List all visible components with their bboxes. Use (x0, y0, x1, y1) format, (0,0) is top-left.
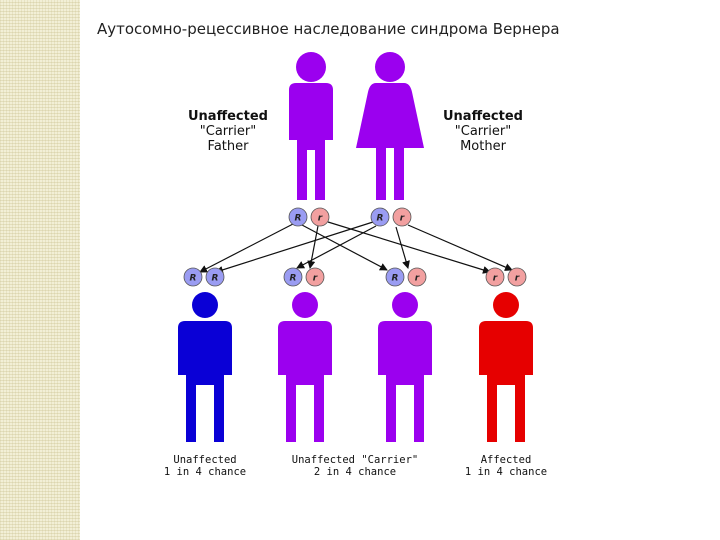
child-1-label-status: Unaffected (173, 454, 236, 466)
allele-label: R (212, 274, 219, 284)
child-1-head (192, 292, 218, 318)
arrow-father-R-to-child1 (199, 223, 294, 273)
allele-label: R (392, 274, 399, 284)
allele-circle-recessive (485, 267, 505, 287)
allele-circle-dominant (283, 267, 303, 287)
child-1-alleles: R R (183, 267, 225, 287)
child-4-body (479, 321, 533, 442)
father-alleles: R r (288, 207, 330, 227)
child-4-label-chance: 1 in 4 chance (465, 466, 547, 478)
allele-label: r (318, 214, 323, 224)
allele-circle-recessive (310, 207, 330, 227)
mother-body (356, 83, 424, 200)
carrier-children-label-chance: 2 in 4 chance (314, 466, 396, 478)
allele-circle-recessive (407, 267, 427, 287)
arrow-mother-r-to-child4 (407, 224, 513, 271)
child-3-body (378, 321, 432, 442)
child-2-head (292, 292, 318, 318)
allele-label: r (415, 274, 420, 284)
allele-circle-dominant (385, 267, 405, 287)
arrow-father-r-to-child2 (307, 225, 319, 269)
child-2-figure (278, 292, 332, 442)
allele-label: r (313, 274, 318, 284)
child-2-body (278, 321, 332, 442)
allele-circle-recessive (507, 267, 527, 287)
mother-head (375, 52, 405, 82)
child-4-alleles: r r (485, 267, 527, 287)
child-1-figure (178, 292, 232, 442)
allele-label: r (493, 274, 498, 284)
father-figure (289, 52, 333, 200)
father-label-carrier: "Carrier" (200, 124, 256, 139)
allele-label: r (400, 214, 405, 224)
arrow-mother-R-to-child2 (296, 225, 377, 269)
father-label-role: Father (208, 139, 250, 154)
mother-label-status: Unaffected (443, 109, 523, 124)
mother-label-carrier: "Carrier" (455, 124, 511, 139)
child-1-body (178, 321, 232, 442)
arrow-father-R-to-child3 (301, 224, 388, 271)
child-4-head (493, 292, 519, 318)
child-3-head (392, 292, 418, 318)
child-3-alleles: R r (385, 267, 427, 287)
allele-circle-recessive (392, 207, 412, 227)
allele-circle-recessive (305, 267, 325, 287)
inheritance-arrows (199, 221, 513, 274)
allele-circle-dominant (288, 207, 308, 227)
slide-title: Аутосомно-рецессивное наследование синдр… (97, 20, 560, 38)
arrow-mother-r-to-child3 (395, 226, 410, 269)
allele-circle-dominant (183, 267, 203, 287)
arrow-mother-R-to-child1 (215, 221, 374, 274)
allele-label: R (290, 274, 297, 284)
allele-circle-dominant (205, 267, 225, 287)
allele-label: r (515, 274, 520, 284)
father-body (289, 83, 333, 200)
decorative-side-strip (0, 0, 80, 540)
mother-figure (356, 52, 424, 200)
mother-alleles: R r (370, 207, 412, 227)
father-head (296, 52, 326, 82)
arrow-father-r-to-child4 (327, 221, 491, 274)
mother-label-role: Mother (460, 139, 507, 154)
father-label-status: Unaffected (188, 109, 268, 124)
child-4-figure (479, 292, 533, 442)
carrier-children-label-status: Unaffected "Carrier" (292, 454, 418, 466)
child-3-figure (378, 292, 432, 442)
child-4-label-status: Affected (481, 454, 532, 466)
child-2-alleles: R r (283, 267, 325, 287)
allele-label: R (295, 214, 302, 224)
allele-circle-dominant (370, 207, 390, 227)
child-1-label-chance: 1 in 4 chance (164, 466, 246, 478)
allele-label: R (190, 274, 197, 284)
allele-label: R (377, 214, 384, 224)
